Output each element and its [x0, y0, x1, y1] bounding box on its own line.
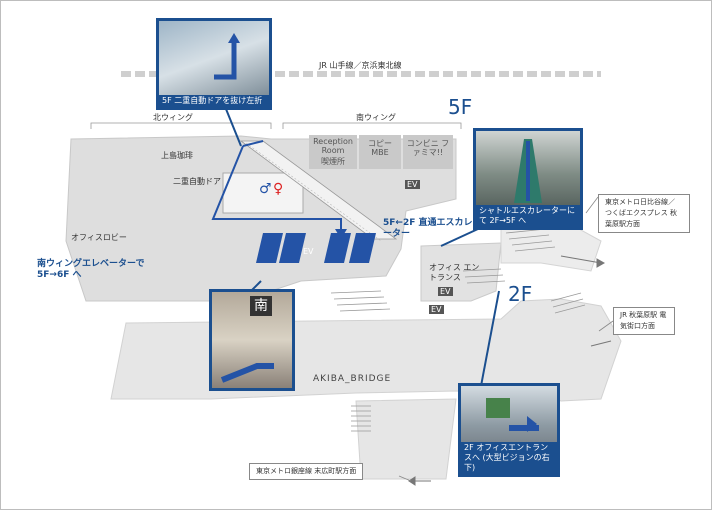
- photo-entrance-caption: 2F オフィスエントランスへ (大型ビジョンの右下): [461, 442, 557, 474]
- north-wing-label: 北ウィング: [153, 113, 193, 122]
- office-entrance-block: [420, 242, 502, 302]
- photo-entrance-arrow-icon: [509, 416, 539, 432]
- photo-door-arrow-icon: [214, 33, 240, 80]
- floor-5f-label: 5F: [448, 95, 473, 119]
- escalator-label: 5F←2F 直通エスカレーター: [383, 218, 473, 239]
- south-wing-label: 南ウィング: [356, 113, 396, 122]
- double-door-label: 二重自動ドア: [173, 177, 221, 186]
- ev-sign-bank: EV: [303, 247, 314, 256]
- room-copy: [359, 135, 401, 169]
- callout-jr-akihabara-text: JR 秋葉原駅 電気街口方面: [620, 311, 667, 330]
- callout-pointers: [398, 196, 614, 482]
- photo-shuttle-caption: シャトルエスカレーターにて 2F→5F へ: [476, 205, 580, 227]
- ev-sign-lower: EV: [429, 305, 444, 314]
- callout-metro-hibiya-text: 東京メトロ日比谷線／ つくばエクスプレス 秋葉原駅方面: [605, 198, 678, 228]
- floor-2f-label: 2F: [508, 282, 533, 306]
- smoking-label: 喫煙所: [321, 157, 345, 166]
- photo-south-arrow-icon: [220, 363, 274, 383]
- large-vision-screen: [486, 398, 510, 418]
- cafe-label: 上島珈琲: [161, 151, 193, 160]
- reception-label: Reception Room: [313, 137, 353, 155]
- photo-office-entrance: 2F オフィスエントランスへ (大型ビジョンの右下): [458, 383, 560, 477]
- room-conbini: [403, 135, 453, 169]
- office-entrance-label: オフィス エントランス: [429, 263, 480, 282]
- photo-double-door-caption: 5F 二重自動ドアを抜け左折: [159, 95, 269, 107]
- ev-sign-5f: EV: [405, 180, 420, 189]
- copy-label: コピー MBE: [368, 139, 392, 157]
- callout-metro-ginza-text: 東京メトロ銀座線 末広町駅方面: [256, 467, 357, 475]
- room-toilet: [222, 172, 304, 214]
- elevator-bank: [256, 233, 376, 263]
- callout-metro-hibiya: 東京メトロ日比谷線／ つくばエクスプレス 秋葉原駅方面: [598, 194, 690, 233]
- ev-sign-entrance: EV: [438, 287, 453, 296]
- south-sign: 南: [250, 296, 272, 316]
- female-toilet-icon: ♀: [273, 181, 284, 197]
- photo-escalator-icon: [514, 139, 542, 203]
- male-toilet-icon: ♂: [259, 181, 272, 197]
- escalator-track: [239, 140, 398, 242]
- photo-south-elevator: 南: [209, 289, 295, 391]
- elevator-instruction: 南ウィングエレベーターで 5F→6F へ: [37, 259, 145, 280]
- photo-shuttle-escalator: シャトルエスカレーターにて 2F→5F へ: [473, 128, 583, 230]
- wing-brackets: [90, 122, 462, 129]
- lower-stairs: [351, 405, 371, 432]
- callout-metro-ginza: 東京メトロ銀座線 末広町駅方面: [249, 463, 364, 480]
- akiba-bridge-label: AKIBA_BRIDGE: [313, 374, 392, 384]
- photo-double-door: 5F 二重自動ドアを抜け左折: [156, 18, 272, 110]
- route-arrow-head: [335, 229, 347, 239]
- callout-jr-akihabara: JR 秋葉原駅 電気街口方面: [613, 307, 675, 335]
- office-lobby-label: オフィスロビー: [71, 233, 127, 242]
- bridge-lower-exit: [355, 398, 457, 480]
- railway-label: JR 山手線／京浜東北線: [319, 61, 402, 70]
- walking-route: [211, 140, 342, 233]
- room-reception: [309, 135, 357, 169]
- direction-arrows: [408, 255, 612, 486]
- conbini-label: コンビニ ファミマ!!: [406, 139, 450, 157]
